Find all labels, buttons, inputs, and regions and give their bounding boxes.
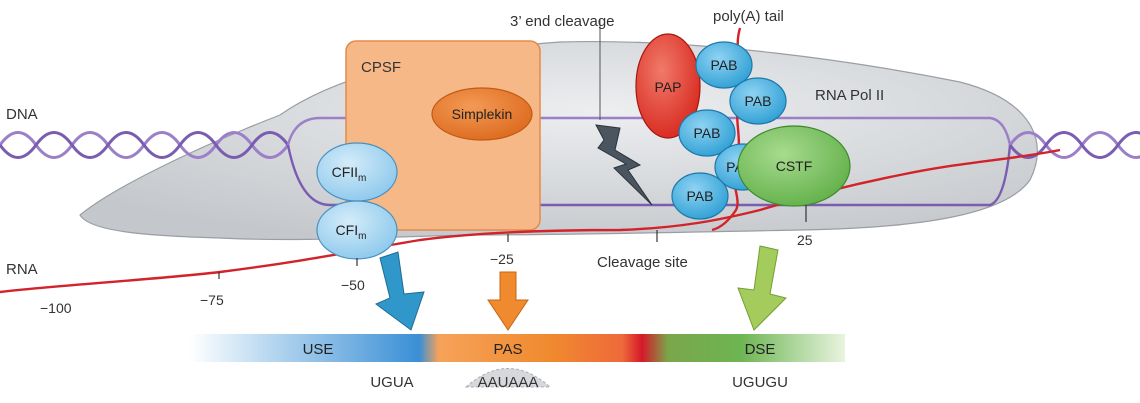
cpsf-label: CPSF bbox=[361, 59, 401, 76]
rna-strand bbox=[0, 148, 1061, 294]
cstf-complex bbox=[737, 125, 851, 207]
pap-label: PAP bbox=[655, 79, 682, 95]
cfii-label: CFIIm bbox=[332, 164, 367, 184]
pab-label-1: PAB bbox=[711, 57, 738, 73]
cleavage-site-label: Cleavage site bbox=[597, 254, 688, 271]
pab-protein-2 bbox=[729, 77, 787, 125]
poly-a-tail-label: poly(A) tail bbox=[713, 8, 784, 25]
rna-pol-ii-label: RNA Pol II bbox=[815, 87, 884, 104]
position-plus25: 25 bbox=[797, 232, 813, 248]
cfi-label: CFIm bbox=[336, 222, 367, 242]
simplekin bbox=[431, 87, 533, 141]
pab-protein-3 bbox=[678, 109, 736, 157]
use-arrow-icon bbox=[375, 251, 425, 331]
dna-label: DNA bbox=[6, 106, 38, 123]
end-cleavage-label: 3’ end cleavage bbox=[510, 13, 615, 30]
simplekin-label: Simplekin bbox=[452, 106, 513, 122]
pab-label-3: PAB bbox=[694, 125, 721, 141]
pas-arrow-icon bbox=[487, 271, 529, 331]
position-minus75: −75 bbox=[200, 292, 224, 308]
pap-factor bbox=[635, 33, 701, 139]
cis-element-bar bbox=[190, 334, 845, 362]
dse-arrow-icon bbox=[737, 245, 787, 331]
position-minus25: −25 bbox=[490, 251, 514, 267]
position-minus50: −50 bbox=[341, 277, 365, 293]
dse-motif: UGUGU bbox=[732, 374, 788, 391]
rna-label: RNA bbox=[6, 261, 38, 278]
pas-bump bbox=[464, 368, 552, 388]
dse-label: DSE bbox=[745, 341, 776, 358]
use-motif: UGUA bbox=[370, 374, 413, 391]
pab-protein-5 bbox=[671, 172, 729, 220]
cleavage-lightning-icon bbox=[595, 124, 653, 206]
pab-label-5: PAB bbox=[687, 188, 714, 204]
pas-label: PAS bbox=[494, 341, 523, 358]
pab-label-2: PAB bbox=[745, 93, 772, 109]
rna-pol-ii-body bbox=[79, 40, 1038, 241]
pab-protein-1 bbox=[695, 41, 753, 89]
position-minus100: −100 bbox=[40, 300, 72, 316]
pas-motif: AAUAAA bbox=[478, 374, 539, 391]
use-label: USE bbox=[303, 341, 334, 358]
cstf-label: CSTF bbox=[776, 158, 813, 174]
